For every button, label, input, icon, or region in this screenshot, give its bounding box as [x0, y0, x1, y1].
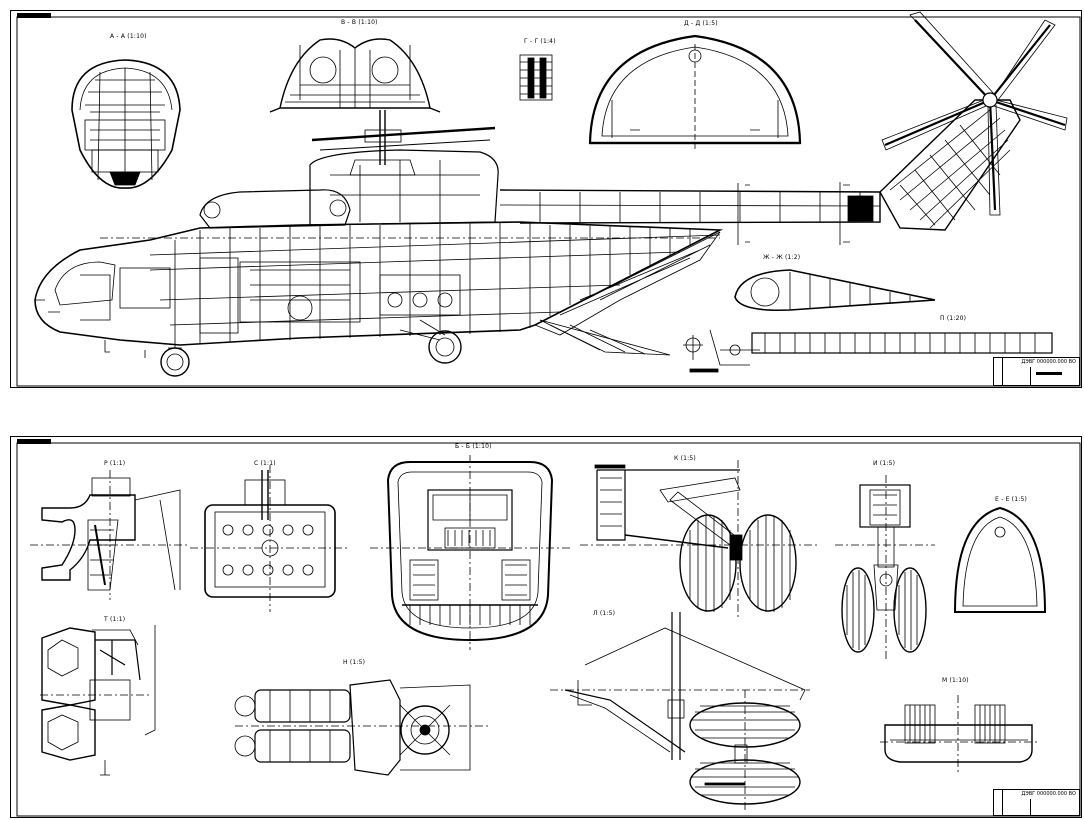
view-i-drawing [835, 475, 935, 660]
view-label-i: И (1:5) [873, 460, 896, 467]
helicopter-side-view [34, 11, 1068, 377]
view-label-bb: Б - Б (1:10) [455, 443, 492, 450]
view-t-drawing [40, 625, 156, 776]
view-label-dd: Д - Д (1:5) [684, 20, 718, 27]
sheet-1-frame [16, 16, 1081, 387]
section-aa-drawing [71, 59, 181, 189]
view-label-r: Р (1:1) [104, 460, 126, 467]
view-label-t: Т (1:1) [104, 616, 126, 623]
title-block-cell [1002, 799, 1031, 816]
view-label-l: Л (1:5) [593, 610, 616, 617]
view-m-drawing [880, 695, 1040, 775]
view-r-drawing [30, 470, 190, 600]
drawing-sheet-2 [10, 436, 1082, 818]
sheet-2-corner-tab [17, 439, 51, 444]
title-block-cell [1002, 367, 1031, 386]
section-zhzh-drawing [734, 269, 936, 312]
view-label-vv: В - В (1:10) [341, 19, 378, 26]
title-block-mark [1036, 372, 1062, 375]
view-label-ee: Е - Е (1:5) [995, 496, 1028, 503]
view-label-n: Н (1:5) [343, 659, 366, 666]
section-ee-drawing [953, 506, 1047, 613]
section-vv-drawing [269, 38, 441, 113]
view-l-drawing [550, 612, 810, 810]
view-label-m: М (1:10) [942, 677, 969, 684]
view-n-drawing [234, 679, 490, 776]
sheet-1-corner-tab [17, 13, 51, 18]
view-p-drawing [683, 329, 1053, 373]
section-gg-drawing [519, 54, 553, 101]
drawing-code: ДЭВГ 000000.000 ВО [1021, 791, 1076, 797]
section-dd-drawing [588, 34, 802, 150]
view-label-zhzh: Ж - Ж (1:2) [763, 254, 801, 261]
view-label-k: К (1:5) [674, 455, 696, 462]
view-label-gg: Г - Г (1:4) [524, 38, 556, 45]
title-block-2: ДЭВГ 000000.000 ВО [993, 789, 1080, 816]
title-block-1: ДЭВГ 000000.000 ВО [993, 357, 1080, 386]
view-label-aa: А - А (1:10) [110, 33, 147, 40]
view-label-s: С (1:1) [254, 460, 276, 467]
view-s-drawing [190, 465, 350, 612]
drawing-code: ДЭВГ 000000.000 ВО [1021, 359, 1076, 365]
section-bb-drawing [370, 455, 570, 650]
view-label-p: П (1:20) [940, 315, 967, 322]
title-block-cell [994, 790, 1003, 816]
view-k-drawing [580, 460, 820, 620]
sheet-2-frame [16, 442, 1081, 817]
title-block-cell [994, 358, 1003, 386]
